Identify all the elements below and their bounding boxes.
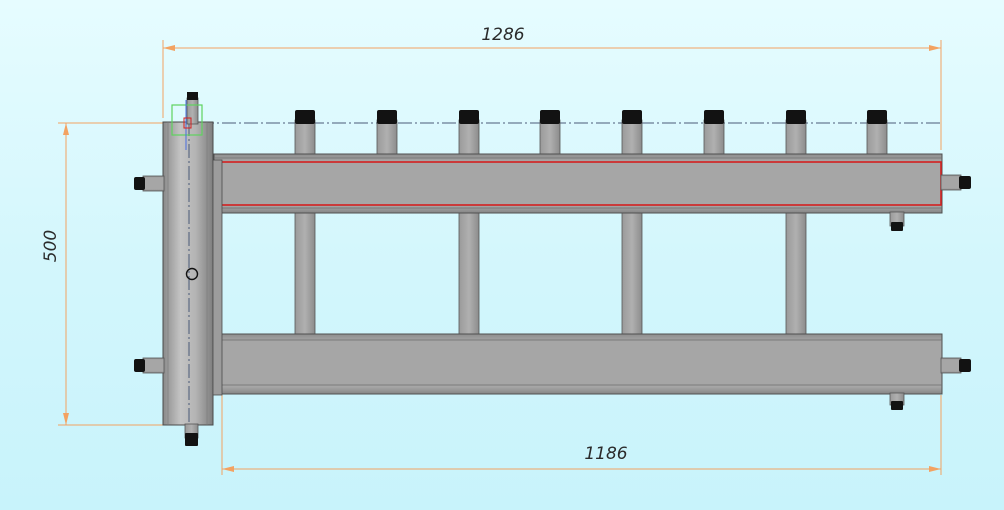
lower-right-fitting: [940, 357, 971, 374]
hydraulic-separator[interactable]: [162, 121, 223, 426]
outlet-pipe: [621, 110, 643, 155]
outlet-pipe: [376, 110, 398, 155]
upper-right-fitting: [940, 174, 971, 191]
outlet-pipe: [539, 110, 561, 155]
left-lower-inlet: [134, 357, 165, 374]
connecting-pipe: [785, 209, 807, 339]
circle-icon: [185, 267, 199, 281]
connecting-pipe: [621, 209, 643, 339]
outlet-pipes: [294, 110, 888, 155]
outlet-pipe: [458, 110, 480, 155]
lower-header[interactable]: [213, 333, 943, 395]
connecting-pipe: [294, 209, 316, 339]
separator-bottom-drain: [184, 423, 199, 446]
lower-drain-fitting: [889, 392, 905, 410]
connecting-pipe: [458, 209, 480, 339]
dimension-height-label: 500: [41, 230, 61, 262]
dimension-overall-width: [162, 40, 942, 150]
left-upper-inlet: [134, 175, 165, 192]
connecting-pipes: [294, 209, 807, 339]
selection-marker-icon[interactable]: [171, 100, 203, 150]
dimension-overall-width-label: 1286: [481, 25, 524, 45]
outlet-pipe: [785, 110, 807, 155]
dimension-header-length-label: 1186: [584, 444, 627, 464]
dimension-header-length: [221, 395, 942, 475]
outlet-pipe: [294, 110, 316, 155]
upper-drain-fitting: [889, 211, 905, 231]
upper-header[interactable]: [213, 153, 943, 214]
outlet-pipe: [866, 110, 888, 155]
outlet-pipe: [703, 110, 725, 155]
separator-top-vent: [186, 92, 199, 125]
